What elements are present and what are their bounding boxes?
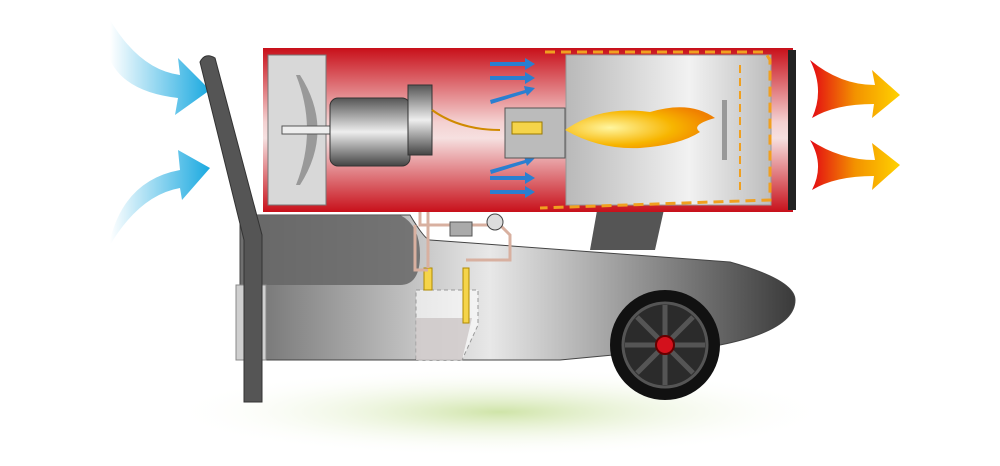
deflector-plate <box>722 100 727 160</box>
hot-air-arrow-icon <box>810 140 900 190</box>
fuel-pump-unit <box>449 221 473 237</box>
return-pipe <box>462 267 470 324</box>
pump-icon <box>407 84 433 156</box>
fuel-level <box>416 318 472 360</box>
pressure-gauge <box>486 213 504 231</box>
nozzle <box>511 121 543 135</box>
hot-air-arrow-icon <box>810 60 900 118</box>
burner-support <box>590 205 665 250</box>
cold-air-arrow-icon <box>110 150 210 245</box>
ignition-cable <box>431 109 501 131</box>
fan-icon <box>296 75 318 185</box>
motor-icon <box>329 97 411 167</box>
handle <box>199 55 263 403</box>
tank-top-cover <box>250 215 420 285</box>
airflow-arrows <box>490 58 535 198</box>
cylinder-rear-rim <box>788 50 796 210</box>
flame-icon <box>565 107 715 149</box>
wheel-hub <box>655 335 675 355</box>
hot-air-flow-path <box>539 50 772 210</box>
cold-air-arrow-icon <box>110 20 210 115</box>
ground-shadow <box>170 367 830 457</box>
